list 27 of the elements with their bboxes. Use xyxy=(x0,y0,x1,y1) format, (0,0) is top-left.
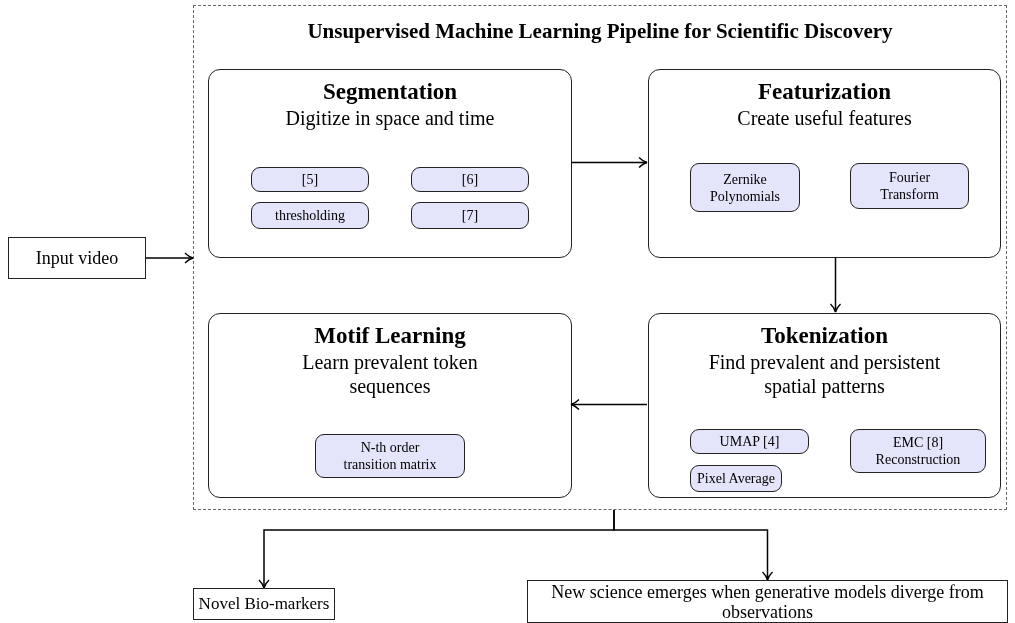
method-tag: Pixel Average xyxy=(690,465,782,492)
stage-title: Featurization xyxy=(757,78,892,106)
method-tag: Zernike Polynomials xyxy=(690,163,800,212)
text-box: New science emerges when generative models diverge from observations xyxy=(527,580,1008,623)
stage-description: Find prevalent and persistent spatial patterns xyxy=(707,350,942,398)
method-tag: Fourier Transform xyxy=(850,163,969,209)
text-box: Novel Bio-markers xyxy=(193,588,335,620)
method-tag: EMC [8] Reconstruction xyxy=(850,429,986,473)
text-box: Input video xyxy=(8,237,146,279)
stage-card xyxy=(208,69,572,258)
method-tag: [7] xyxy=(411,202,529,229)
stage-description: Digitize in space and time xyxy=(284,106,496,130)
stage-card xyxy=(208,313,572,498)
stage-title: Motif Learning xyxy=(313,322,467,350)
diagram-title: Unsupervised Machine Learning Pipeline for Scientific Discovery xyxy=(306,19,894,44)
method-tag: UMAP [4] xyxy=(690,429,809,454)
pipeline-group xyxy=(193,5,1007,510)
stage-description: Learn prevalent token sequences xyxy=(301,350,479,398)
method-tag: [6] xyxy=(411,167,529,192)
stage-title: Tokenization xyxy=(760,322,889,350)
method-tag: thresholding xyxy=(251,202,369,229)
method-tag: [5] xyxy=(251,167,369,192)
stage-description: Create useful features xyxy=(736,106,913,130)
stage-card xyxy=(648,313,1001,498)
stage-title: Segmentation xyxy=(321,78,459,106)
method-tag: N-th order transition matrix xyxy=(315,434,465,478)
stage-card xyxy=(648,69,1001,258)
